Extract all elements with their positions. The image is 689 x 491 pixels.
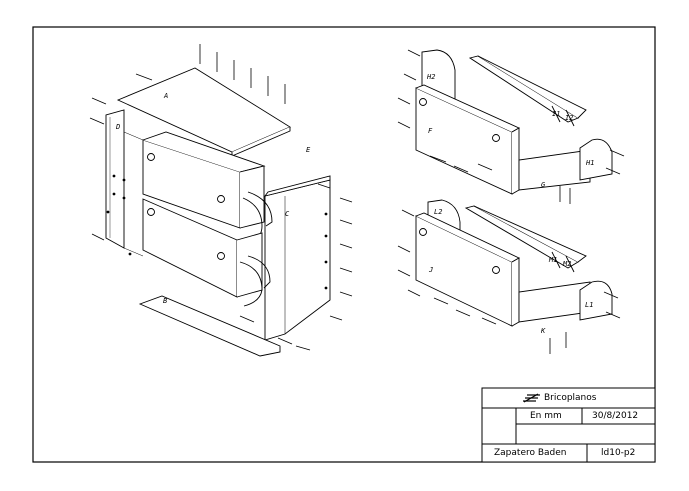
left-screws — [89, 44, 353, 351]
part-label-e: E — [306, 146, 311, 154]
part-label-b: B — [163, 297, 167, 305]
bricoplanos-logo — [523, 393, 540, 403]
part-label-m1: M1 — [548, 256, 557, 264]
part-label-c: C — [285, 210, 290, 218]
part-label-m2: M2 — [562, 260, 571, 268]
sheet-id: ld10-p2 — [601, 448, 636, 458]
part-label-i1: I1 — [552, 110, 560, 118]
upper-drawer-screws — [397, 49, 625, 204]
part-label-k: K — [540, 327, 546, 335]
part-label-l2: L2 — [434, 208, 442, 216]
part-label-j: J — [428, 266, 433, 274]
part-label-g: G — [541, 181, 546, 189]
part-label-h2: H2 — [426, 73, 435, 81]
part-label-d: D — [115, 123, 120, 131]
upper-drawer-assembly — [415, 49, 613, 195]
part-label-h1: H1 — [585, 159, 594, 167]
drawing-frame — [32, 26, 656, 463]
drawing-date: 30/8/2012 — [592, 411, 639, 421]
title-block — [481, 387, 656, 463]
part-label-f: F — [428, 127, 433, 135]
left-assembly — [105, 67, 331, 357]
units-label: En mm — [530, 411, 562, 421]
part-label-a: A — [163, 92, 168, 100]
brand-name: Bricoplanos — [544, 393, 597, 403]
part-label-i2: I2 — [565, 114, 573, 122]
drawing-title: Zapatero Baden — [494, 448, 567, 458]
part-label-l1: L1 — [585, 301, 593, 309]
lower-drawer-assembly — [415, 199, 613, 327]
lower-drawer-screws — [397, 209, 621, 354]
